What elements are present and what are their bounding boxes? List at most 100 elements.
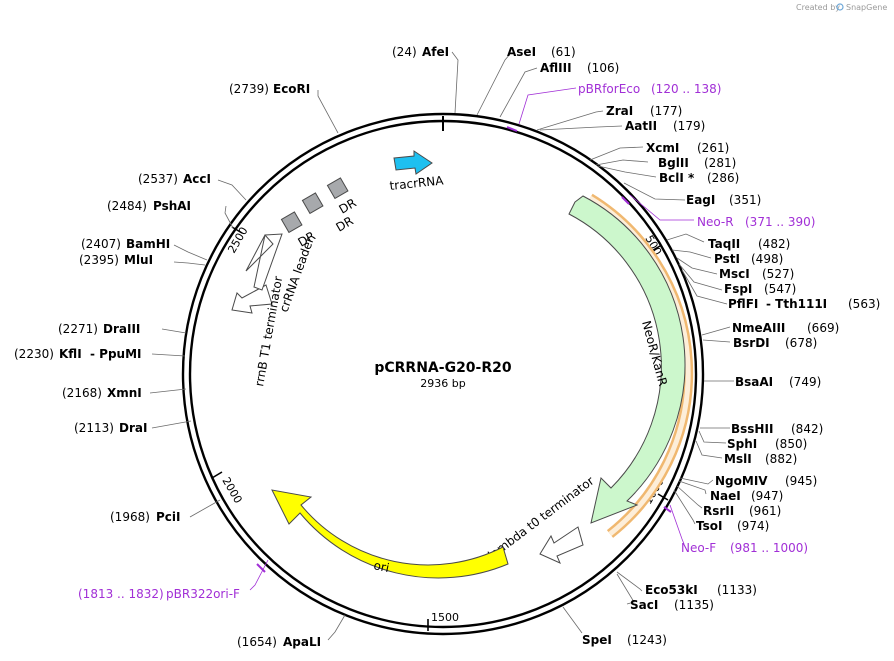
left-connectors [149, 51, 459, 641]
dr-box-3 [326, 177, 349, 200]
tick-1000 [657, 493, 669, 501]
enzyme-pos-bsrdi: (678) [785, 336, 817, 350]
enzyme-name-bsaai: BsaAI [735, 375, 773, 389]
enzyme-pos-afei: (24) [392, 45, 417, 59]
tracrrna-arrow [393, 150, 433, 175]
crrna-leader-arrow [245, 233, 283, 291]
enzyme-name-spei: SpeI [582, 633, 612, 647]
enzyme-pos-kfli: (2230) [14, 347, 54, 361]
enzyme-name-aatii: AatII [625, 119, 657, 133]
enzyme-name-pflfi: PflFI [728, 297, 758, 311]
primer-name-pbr322ori-f: pBR322ori-F [166, 587, 240, 601]
enzyme-name-msci: MscI [719, 267, 750, 281]
enzyme-extra-tth111i: - Tth111I [766, 297, 827, 311]
enzyme-pos-rsrii: (961) [749, 504, 781, 518]
dr-label-3: DR [337, 196, 359, 217]
enzyme-pos-xcmi: (261) [697, 141, 729, 155]
enzyme-name-ngomiv: NgoMIV [715, 474, 768, 488]
snapgene-logo-icon [836, 3, 844, 11]
tracrrna-label: tracrRNA [389, 173, 445, 193]
enzyme-pos-taqii: (482) [758, 237, 790, 251]
ori-label: ori [372, 558, 390, 575]
credit-brand: SnapGene [846, 3, 887, 12]
enzyme-pos-fspi: (547) [764, 282, 796, 296]
primer-range-pbrforeco: (120 .. 138) [651, 82, 721, 96]
enzyme-pos-psti: (498) [751, 252, 783, 266]
enzyme-name-xmni: XmnI [107, 386, 142, 400]
enzyme-name-kfli: KflI [59, 347, 82, 361]
enzyme-name-nmeaiii: NmeAIII [732, 321, 785, 335]
enzyme-name-taqii: TaqII [708, 237, 740, 251]
enzyme-name-eco53ki: Eco53kI [645, 583, 698, 597]
tick-label-1500: 1500 [431, 611, 459, 624]
primer-mark-neo-f [663, 506, 672, 513]
primer-mark-neo-r [621, 196, 630, 205]
enzyme-name-afliii: AflIII [540, 61, 572, 75]
tick-2500 [231, 226, 243, 234]
enzyme-name-fspi: FspI [724, 282, 752, 296]
enzyme-pos-saci: (1135) [674, 598, 714, 612]
tick-2000 [211, 471, 223, 479]
dr-box-1 [280, 211, 303, 234]
enzyme-pos-bsshii: (842) [791, 422, 823, 436]
enzyme-name-draiii: DraIII [103, 322, 140, 336]
enzyme-pos-apali: (1654) [237, 635, 277, 649]
enzyme-pos-ngomiv: (945) [785, 474, 817, 488]
enzyme-name-acci: AccI [183, 172, 211, 186]
dr-label-2: DR [334, 214, 356, 235]
enzyme-name-bsrdi: BsrDI [733, 336, 770, 350]
enzyme-pos-xmni: (2168) [62, 386, 102, 400]
ori-arrow [271, 489, 509, 579]
enzyme-pos-afliii: (106) [587, 61, 619, 75]
enzyme-pos-mlui: (2395) [79, 253, 119, 267]
enzyme-name-drai: DraI [119, 421, 147, 435]
enzyme-pos-bsaai: (749) [789, 375, 821, 389]
enzyme-pos-pcii: (1968) [110, 510, 150, 524]
enzyme-pos-draiii: (2271) [58, 322, 98, 336]
enzyme-pos-drai: (2113) [74, 421, 114, 435]
enzyme-name-bsshii: BssHII [731, 422, 773, 436]
enzyme-pos-sphi: (850) [775, 437, 807, 451]
enzyme-name-mlui: MluI [124, 253, 153, 267]
backbone-outer-ring [181, 112, 705, 636]
enzyme-pos-msci: (527) [762, 267, 794, 281]
enzyme-name-zrai: ZraI [606, 104, 633, 118]
enzyme-pos-eco53ki: (1133) [717, 583, 757, 597]
enzyme-pos-zrai: (177) [650, 104, 682, 118]
enzyme-name-bglii: BglII [658, 156, 689, 170]
enzyme-name-eagi: EagI [686, 193, 715, 207]
enzyme-pos-pflfi: (563) [848, 297, 880, 311]
enzyme-name-bcli: BclI * [659, 171, 695, 185]
enzyme-pos-tsoi: (974) [737, 519, 769, 533]
enzyme-pos-bcli: (286) [707, 171, 739, 185]
enzyme-pos-bglii: (281) [704, 156, 736, 170]
lambda-terminator-arrow [539, 526, 584, 564]
rrnb-terminator-arrow [231, 284, 273, 314]
primer-name-neo-f: Neo-F [681, 541, 716, 555]
enzyme-name-msli: MslI [724, 452, 752, 466]
enzyme-pos-naei: (947) [751, 489, 783, 503]
primer-name-pbrforeco: pBRforEco [578, 82, 640, 96]
primer-mark-pbr322ori-f [256, 563, 266, 573]
crrna-leader-label: crRNA leader [277, 235, 317, 314]
enzyme-pos-ecori: (2739) [229, 82, 269, 96]
neo-arrow [568, 195, 686, 524]
enzyme-pos-bamhi: (2407) [81, 237, 121, 251]
enzyme-name-bamhi: BamHI [126, 237, 170, 251]
enzyme-name-xcmi: XcmI [646, 141, 679, 155]
enzyme-name-pcii: PciI [156, 510, 181, 524]
enzyme-name-psti: PstI [714, 252, 740, 266]
enzyme-pos-nmeaiii: (669) [807, 321, 839, 335]
enzyme-pos-asei: (61) [551, 45, 576, 59]
primer-range-neo-r: (371 .. 390) [745, 215, 815, 229]
enzyme-pos-eagi: (351) [729, 193, 761, 207]
enzyme-name-pshai: PshAI [153, 199, 191, 213]
primer-mark-pbrforeco [506, 126, 518, 132]
primer-name-neo-r: Neo-R [697, 215, 734, 229]
primer-range-pbr322ori-f: (1813 .. 1832) [78, 587, 164, 601]
enzyme-name-afei: AfeI [422, 45, 449, 59]
primer-range-neo-f: (981 .. 1000) [730, 541, 808, 555]
plasmid-size: 2936 bp [420, 377, 465, 390]
